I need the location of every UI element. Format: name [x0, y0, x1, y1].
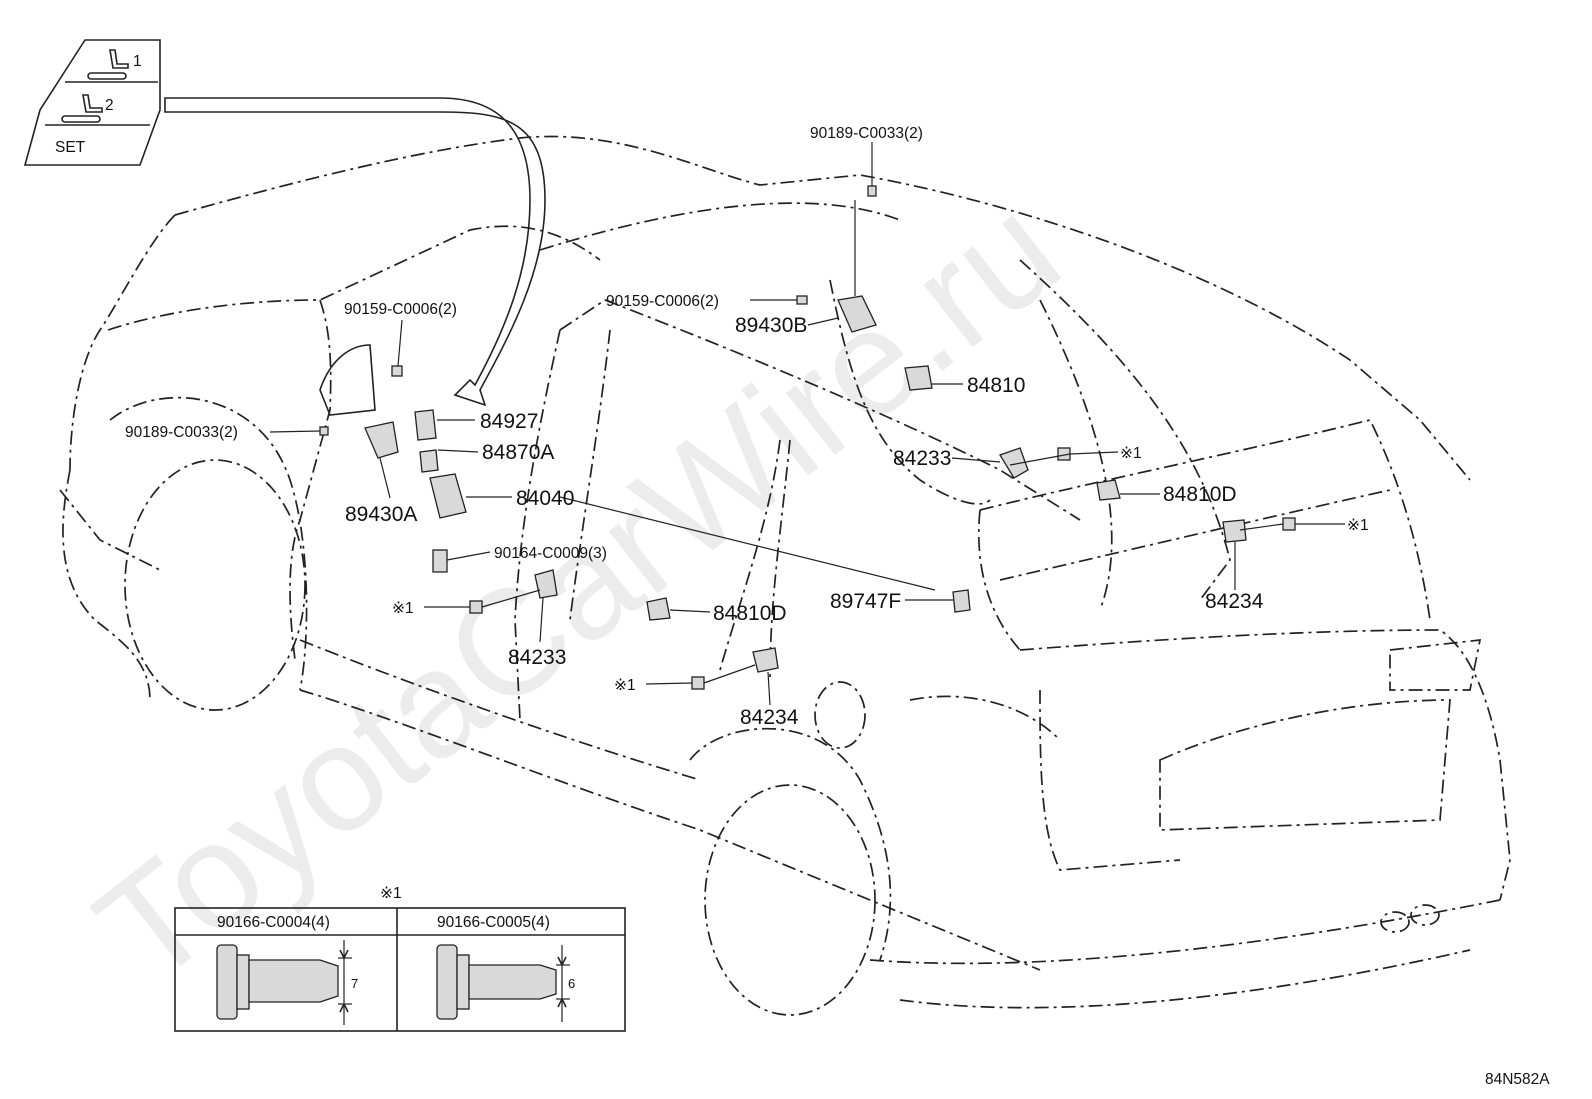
- callout-84233-upper: 84233: [893, 447, 951, 470]
- screw-part: [469, 600, 483, 614]
- drawing-code: 84N582A: [1485, 1071, 1550, 1088]
- callout-90159-left: 90159-C0006(2): [344, 301, 457, 318]
- legend-col2-header: 90166-C0005(4): [437, 914, 550, 931]
- callout-84234-right: 84234: [1205, 590, 1264, 613]
- callout-labels: 90189-C0033(2) 90159-C0006(2) 89430B 848…: [125, 125, 1369, 729]
- callout-90189-top: 90189-C0033(2): [810, 125, 923, 142]
- callout-84234-lower: 84234: [740, 706, 799, 729]
- callout-90159-center: 90159-C0006(2): [606, 293, 719, 310]
- set-button-label: SET: [55, 139, 86, 156]
- memory-switch-panel: 1 2 SET: [23, 39, 161, 166]
- callout-84040: 84040: [516, 487, 574, 510]
- bolt-part: [432, 549, 448, 573]
- memory-button-2-label: 2: [105, 97, 114, 114]
- switch-84870a: [419, 449, 439, 473]
- sensor-84810d: [1096, 479, 1121, 501]
- bracket-84234: [1222, 519, 1247, 543]
- clip-part: [867, 185, 877, 197]
- legend-col1-dim: 7: [351, 976, 358, 991]
- legend-col1-header: 90166-C0004(4): [217, 914, 330, 931]
- callout-84810: 84810: [967, 374, 1025, 397]
- callout-89430a: 89430A: [345, 503, 417, 526]
- callout-84810d-right: 84810D: [1163, 483, 1237, 506]
- screw-90166-c0005-drawing: 6: [436, 944, 575, 1022]
- fastener-legend-table: ※1 90166-C0004(4) 90166-C0005(4) 7: [174, 885, 626, 1032]
- location-arrow: [164, 97, 546, 407]
- legend-mark: ※1: [380, 885, 402, 902]
- callout-84927: 84927: [480, 410, 538, 433]
- callout-mark1-b: ※1: [1347, 517, 1369, 534]
- screw-part: [796, 295, 808, 305]
- connector-89430a: [364, 421, 399, 459]
- callout-mark1-c: ※1: [392, 600, 414, 617]
- memory-button-1-label: 1: [133, 53, 142, 70]
- switch-84040: [429, 473, 467, 519]
- callout-84233-lower: 84233: [508, 646, 566, 669]
- bracket-84234: [752, 647, 779, 673]
- watermark: ToyotaCarWire.ru: [66, 164, 1089, 1015]
- switch-84927: [414, 409, 437, 441]
- callout-mark1-a: ※1: [1120, 445, 1142, 462]
- screw-part: [1282, 517, 1296, 531]
- clip-part: [319, 426, 329, 436]
- screw-part: [391, 365, 403, 377]
- callout-84810d-center: 84810D: [713, 602, 787, 625]
- screw-part: [691, 676, 705, 690]
- seat-icon: [109, 49, 129, 69]
- vehicle-outline: [59, 135, 1511, 1016]
- screw-90166-c0004-drawing: 7: [216, 940, 358, 1025]
- connector-89430b: [837, 295, 877, 333]
- callout-mark1-d: ※1: [614, 677, 636, 694]
- legend-col2-dim: 6: [568, 976, 575, 991]
- parts: [319, 185, 1296, 690]
- callout-89747f: 89747F: [830, 590, 901, 613]
- sensor-84810d: [646, 597, 671, 621]
- callout-84870a: 84870A: [482, 441, 554, 464]
- seat-icon: [82, 94, 103, 113]
- callout-89430b: 89430B: [735, 314, 807, 337]
- callout-90189-left: 90189-C0033(2): [125, 424, 238, 441]
- callout-90164: 90164-C0009(3): [494, 545, 607, 562]
- leader-lines: [269, 142, 1345, 706]
- sensor-89747f: [952, 589, 971, 613]
- bracket-84233: [999, 447, 1029, 479]
- sensor-84810: [904, 365, 933, 391]
